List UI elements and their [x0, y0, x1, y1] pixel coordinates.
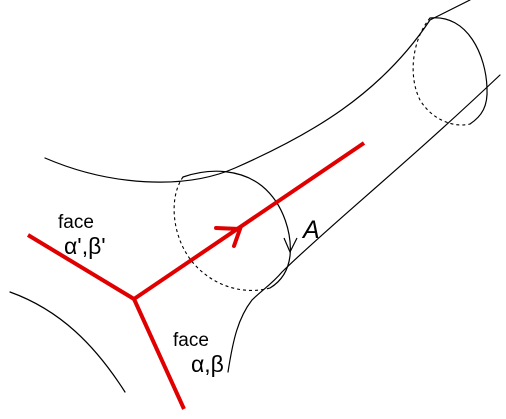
lower-face-indices: α,β [191, 351, 224, 377]
lower-face-word: face [173, 330, 209, 351]
red-edge-down [132, 298, 186, 410]
upper-face-word: face [58, 212, 94, 233]
tube-lower-boundary [227, 74, 501, 373]
far-cross-section-back [412, 17, 471, 126]
cross-section-front [182, 170, 291, 289]
edge-arrow-icon [214, 226, 243, 248]
tube-upper-boundary [44, 0, 471, 183]
loop-arrow-icon [283, 237, 298, 254]
far-cross-section-front [429, 17, 488, 125]
upper-face-indices: α',β' [64, 233, 106, 259]
red-edge-upper-left [26, 233, 136, 301]
loop-label: A [301, 216, 320, 244]
left-surface-boundary [9, 291, 126, 393]
cross-section-back [173, 176, 271, 291]
red-edge-tube [132, 141, 366, 301]
